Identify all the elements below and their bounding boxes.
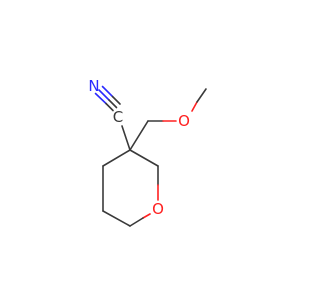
ring-bond-c4-c3: [102, 149, 131, 167]
bond-quaternary-to-ch2: [129, 120, 149, 151]
atom-label-nitrogen: N: [88, 77, 99, 95]
bond-cn-to-quaternary: [121, 125, 131, 151]
nitrile-bond-line-1: [94, 92, 107, 105]
bond-ether-o-to-ch3-red: [191, 101, 198, 112]
nitrile-bond-line-3b: [111, 95, 121, 105]
molecule-diagram: N C O O: [88, 77, 207, 227]
bond-ether-o-to-ch3: [196, 88, 207, 103]
atom-label-ring-oxygen: O: [152, 200, 164, 218]
nitrile-bond-line-1b: [105, 102, 114, 112]
ring-bond-c6-c5: [102, 210, 131, 227]
nitrile-bond-line-3: [101, 85, 114, 98]
ring-bond-c3-c2: [129, 149, 159, 167]
ring-bond-o-c6: [129, 217, 144, 227]
atom-label-carbon-nitrile: C: [113, 108, 123, 126]
nitrile-triple-bond: [94, 85, 121, 112]
ring-bond-o-c6-red: [142, 213, 151, 219]
nitrile-bond-line-2b: [108, 99, 118, 109]
nitrile-bond-line-2: [98, 89, 110, 101]
atom-label-ether-oxygen: O: [178, 112, 190, 130]
